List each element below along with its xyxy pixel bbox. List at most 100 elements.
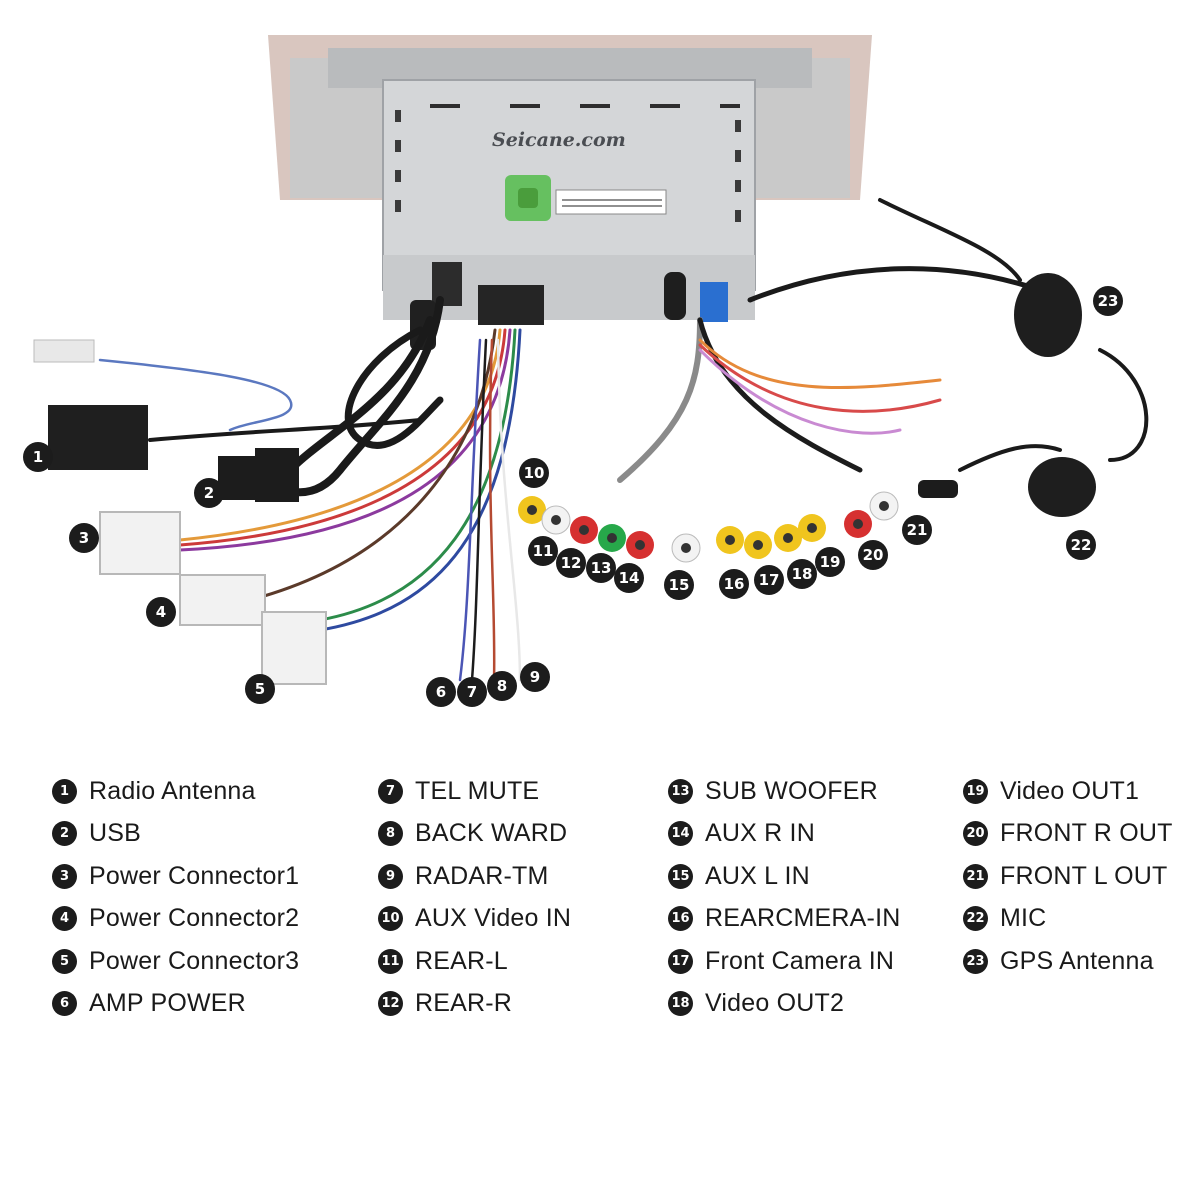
cables	[98, 198, 1149, 682]
callout-badge	[815, 547, 845, 577]
legend-label: MIC	[1000, 904, 1047, 933]
callout-number: 22	[1071, 536, 1092, 554]
callout-number: 12	[561, 554, 582, 572]
legend-label: FRONT R OUT	[1000, 819, 1173, 848]
callout-22: 22	[1066, 530, 1096, 560]
callout-16: 16	[719, 569, 749, 599]
callout-21: 21	[902, 515, 932, 545]
callout-badge	[902, 515, 932, 545]
callout-badge	[457, 677, 487, 707]
callout-badge	[245, 674, 275, 704]
legend-number-badge: 3	[52, 863, 77, 889]
callout-badge	[146, 597, 176, 627]
callout-badge	[23, 442, 53, 472]
legend-label: BACK WARD	[415, 819, 568, 848]
usb-plug-2	[255, 448, 299, 502]
callout-badge	[754, 565, 784, 595]
legend-label: SUB WOOFER	[705, 776, 878, 805]
legend-number-badge: 22	[963, 906, 988, 932]
callout-badge	[858, 540, 888, 570]
legend-label: FRONT L OUT	[1000, 861, 1168, 890]
callout-number: 20	[863, 546, 884, 564]
legend-number-badge: 16	[668, 906, 693, 932]
callout-badge	[787, 559, 817, 589]
callout-badge	[664, 570, 694, 600]
callout-18: 18	[787, 559, 817, 589]
legend-label: USB	[89, 819, 142, 848]
callout-6: 6	[426, 677, 456, 707]
legend-label: AUX R IN	[705, 819, 815, 848]
gps-antenna-puck	[1014, 273, 1082, 357]
callout-badge	[528, 536, 558, 566]
callout-number: 16	[724, 575, 745, 593]
callout-number: 2	[204, 484, 214, 502]
antenna-terminal	[33, 339, 95, 363]
callout-4: 4	[146, 597, 176, 627]
callout-8: 8	[487, 671, 517, 701]
callout-17: 17	[754, 565, 784, 595]
legend-number-badge: 5	[52, 948, 77, 974]
callout-badge	[426, 677, 456, 707]
wiring-diagram-photo: Seicane.com	[23, 35, 1149, 707]
callout-number: 5	[255, 680, 265, 698]
legend-label: REAR-L	[415, 946, 508, 975]
callout-7: 7	[457, 677, 487, 707]
callout-number: 3	[79, 529, 89, 547]
callout-13: 13	[586, 553, 616, 583]
legend-number-badge: 1	[52, 778, 77, 804]
callout-9: 9	[520, 662, 550, 692]
legend-number-badge: 23	[963, 948, 988, 974]
callout-number: 13	[591, 559, 612, 577]
legend-number-badge: 13	[668, 778, 693, 804]
brand-label: Seicane.com	[492, 129, 626, 151]
callout-15: 15	[664, 570, 694, 600]
legend-label: REAR-R	[415, 989, 513, 1018]
legend-number-badge: 15	[668, 863, 693, 889]
legend-number-badge: 7	[378, 778, 403, 804]
callout-badge	[519, 458, 549, 488]
legend-label: Power Connector2	[89, 904, 300, 933]
legend-label: AMP POWER	[89, 989, 246, 1018]
callout-3: 3	[69, 523, 99, 553]
legend-number-badge: 10	[378, 906, 403, 932]
legend-number-badge: 17	[668, 948, 693, 974]
legend-number-badge: 6	[52, 991, 77, 1017]
legend-number-badge: 21	[963, 863, 988, 889]
legend-item: 21 FRONT L OUT	[963, 855, 1173, 898]
callout-number: 6	[436, 683, 446, 701]
legend-label: Video OUT1	[1000, 776, 1140, 805]
legend-item: 2 USB	[52, 813, 299, 856]
legend-label: AUX L IN	[705, 861, 810, 890]
rca-plugs	[518, 480, 958, 563]
legend-item: 16 REARCMERA-IN	[668, 898, 900, 941]
legend-item: 13 SUB WOOFER	[668, 770, 900, 813]
callout-badge	[520, 662, 550, 692]
head-unit: Seicane.com	[268, 35, 872, 320]
mic-body	[1028, 457, 1096, 517]
callout-number: 23	[1098, 292, 1119, 310]
legend-number-badge: 19	[963, 778, 988, 804]
legend-number-badge: 2	[52, 821, 77, 847]
callout-number: 1	[33, 448, 43, 466]
legend-label: Video OUT2	[705, 989, 845, 1018]
callout-number: 21	[907, 521, 928, 539]
callout-2: 2	[194, 478, 224, 508]
callout-badge	[1066, 530, 1096, 560]
callout-badge	[586, 553, 616, 583]
legend-label: REARCMERA-IN	[705, 904, 901, 933]
